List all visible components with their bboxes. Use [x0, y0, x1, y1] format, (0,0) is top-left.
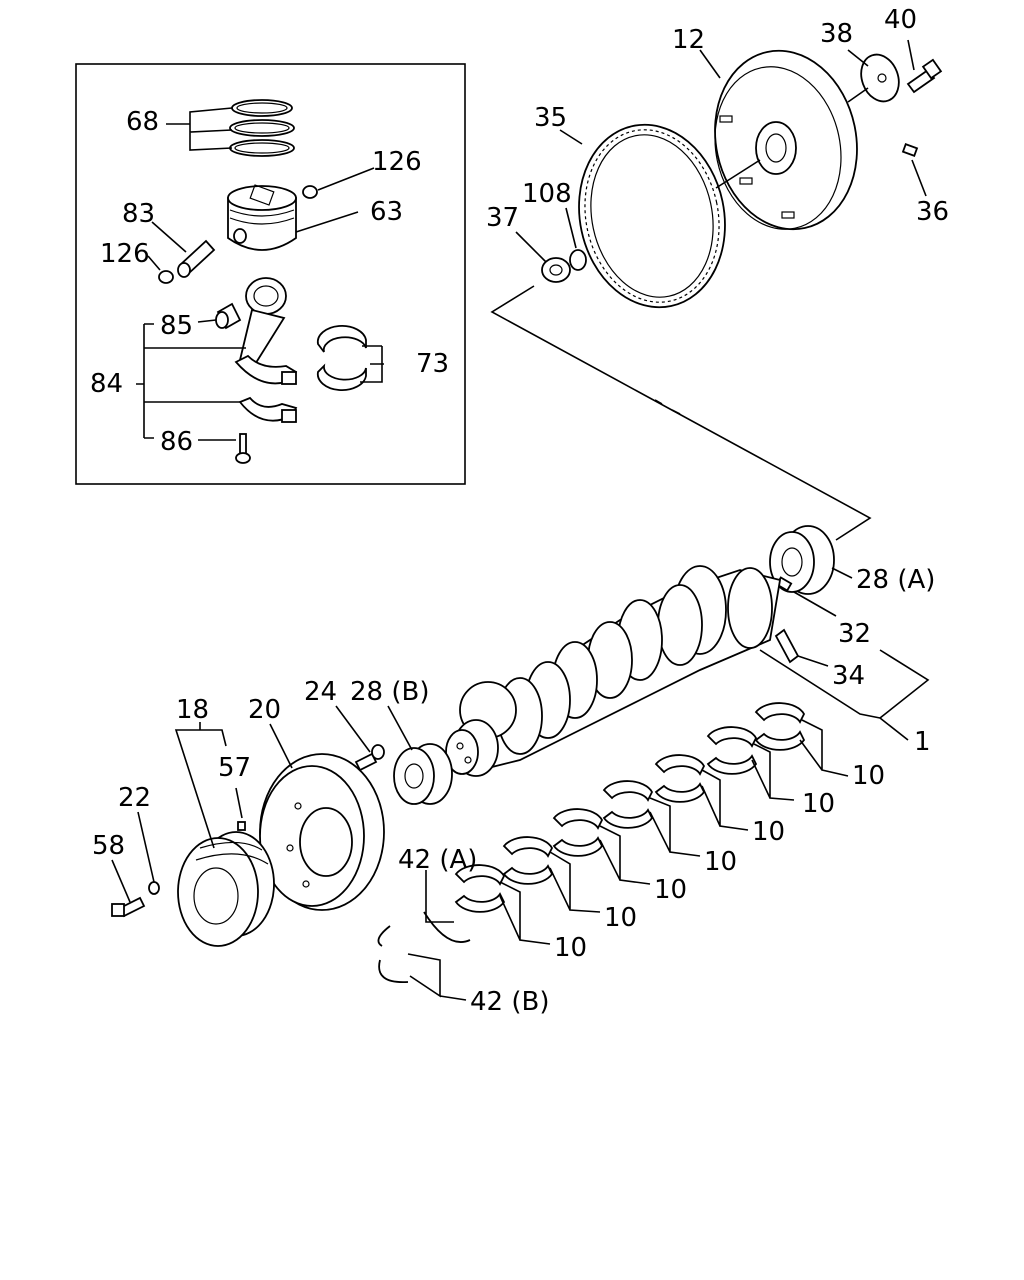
label-10: 10: [604, 903, 637, 933]
label-58: 58: [92, 831, 125, 861]
label-10: 10: [654, 875, 687, 905]
flywheel: [714, 49, 858, 231]
label-34: 34: [832, 661, 865, 691]
label-24: 24: [304, 677, 337, 707]
label-42a: 42 (A): [398, 845, 477, 875]
pulley-key: [237, 821, 246, 831]
washer: [148, 881, 160, 895]
crankshaft: [445, 525, 835, 777]
label-84: 84: [90, 369, 123, 399]
flywheel-group: [515, 39, 943, 309]
piston-pin: [177, 239, 216, 278]
label-10: 10: [802, 789, 835, 819]
flywheel-bolt: [906, 58, 943, 94]
ring-gear: [578, 123, 726, 309]
label-10: 10: [554, 933, 587, 963]
label-28b: 28 (B): [350, 677, 429, 707]
label-32: 32: [838, 619, 871, 649]
pilot-ring: [569, 249, 587, 271]
label-108: 108: [522, 179, 572, 209]
label-1: 1: [914, 727, 931, 757]
label-40: 40: [884, 5, 917, 35]
callout-labels: 12 38 40 35 108 37 36 68 126 63 83 126 8…: [90, 5, 949, 1017]
label-20: 20: [248, 695, 281, 725]
piston: [227, 184, 297, 251]
label-42b: 42 (B): [470, 987, 549, 1017]
label-12: 12: [672, 25, 705, 55]
label-73: 73: [416, 349, 449, 379]
label-18: 18: [176, 695, 209, 725]
thrust-washer-a: [423, 911, 471, 943]
flywheel-plate: [860, 53, 900, 103]
label-28a: 28 (A): [856, 565, 935, 595]
connecting-rod: [234, 277, 298, 385]
inset-frame: [75, 63, 466, 485]
label-22: 22: [118, 783, 151, 813]
label-37: 37: [486, 203, 519, 233]
label-63: 63: [370, 197, 403, 227]
label-68: 68: [126, 107, 159, 137]
crank-gear-front: [393, 743, 453, 805]
label-35: 35: [534, 103, 567, 133]
small-end-bushing: [215, 302, 242, 330]
piston-connecting-rod-inset: [75, 63, 466, 485]
label-126-lower: 126: [100, 239, 150, 269]
main-bearing-shells: [454, 702, 806, 913]
label-57: 57: [218, 753, 251, 783]
crank-pulley: [177, 831, 275, 947]
pulley-bolt: [354, 744, 385, 772]
snap-ring-lower: [158, 270, 174, 284]
label-86: 86: [160, 427, 193, 457]
crank-pin: [774, 628, 800, 664]
rod-bolt: [235, 433, 251, 464]
label-126-upper: 126: [372, 147, 422, 177]
reference-line: [490, 285, 872, 541]
thrust-washer-b-lower: [378, 959, 409, 983]
label-10: 10: [852, 761, 885, 791]
break-mark: [654, 399, 681, 415]
label-38: 38: [820, 19, 853, 49]
rod-bearing-shells: [316, 324, 367, 392]
crankshaft-leader-lines: [111, 567, 930, 1001]
dowel-pin: [901, 143, 919, 157]
label-10: 10: [752, 817, 785, 847]
snap-ring-upper: [302, 185, 318, 199]
label-36: 36: [916, 197, 949, 227]
thrust-washer-b-upper: [377, 925, 391, 947]
rod-cap: [238, 396, 298, 423]
label-83: 83: [122, 199, 155, 229]
pilot-bearing: [541, 257, 571, 283]
piston-rings: [229, 99, 295, 157]
label-10: 10: [704, 847, 737, 877]
label-85: 85: [160, 311, 193, 341]
pulley-center-bolt: [111, 896, 146, 918]
crank-damper: [259, 753, 385, 911]
